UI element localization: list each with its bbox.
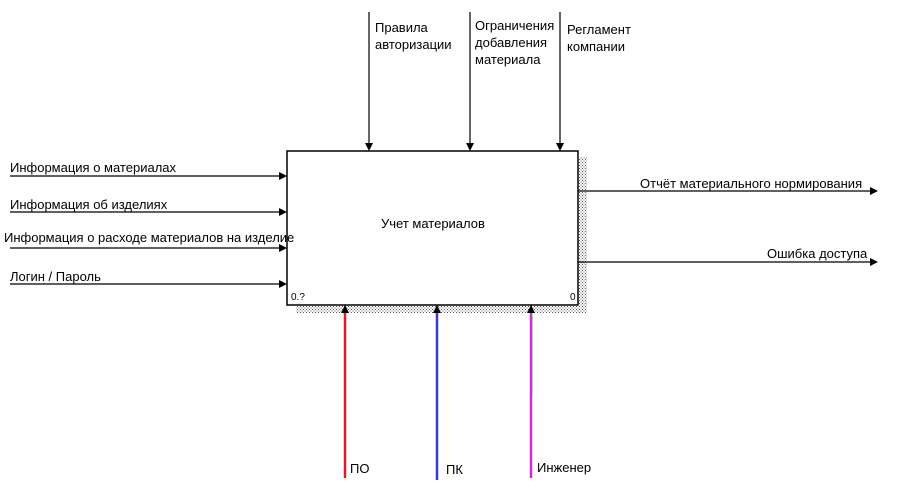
input-label-2: Информация об изделиях bbox=[10, 197, 168, 212]
box-shadow-bottom bbox=[296, 305, 587, 313]
control-arrow-1[interactable] bbox=[365, 12, 373, 151]
input-label-3: Информация о расходе материалов на издел… bbox=[4, 230, 295, 245]
input-arrow-3[interactable] bbox=[10, 244, 287, 252]
box-shadow-right bbox=[578, 157, 587, 313]
output-label-1: Отчёт материального нормирования bbox=[640, 176, 863, 191]
output-arrow-2[interactable] bbox=[578, 258, 878, 266]
output-label-2: Ошибка доступа bbox=[767, 246, 868, 261]
mechanism-arrow-po[interactable] bbox=[341, 305, 349, 478]
input-label-1: Информация о материалах bbox=[10, 160, 177, 175]
box-node-left: 0.? bbox=[291, 292, 305, 303]
function-box[interactable] bbox=[286, 150, 579, 306]
function-box-title: Учет материалов bbox=[381, 216, 485, 231]
input-label-4: Логин / Пароль bbox=[10, 269, 101, 284]
mechanism-label-pk: ПК bbox=[446, 462, 463, 477]
mechanism-arrow-pk[interactable] bbox=[433, 305, 441, 480]
input-arrow-1[interactable] bbox=[10, 172, 287, 180]
mechanism-arrow-engineer[interactable] bbox=[527, 305, 535, 478]
control-label-2: Ограничения добавления материала bbox=[475, 18, 555, 67]
control-arrow-3[interactable] bbox=[556, 12, 564, 151]
control-label-3: Регламент компании bbox=[567, 22, 631, 54]
box-node-right: 0 bbox=[570, 292, 576, 303]
input-arrow-2[interactable] bbox=[10, 208, 287, 216]
mechanism-label-engineer: Инженер bbox=[537, 460, 592, 475]
mechanism-label-po: ПО bbox=[350, 461, 370, 476]
control-arrow-2[interactable] bbox=[466, 12, 474, 151]
control-label-1: Правила авторизации bbox=[375, 20, 452, 52]
input-arrow-4[interactable] bbox=[10, 280, 287, 288]
output-arrow-1[interactable] bbox=[578, 187, 878, 195]
